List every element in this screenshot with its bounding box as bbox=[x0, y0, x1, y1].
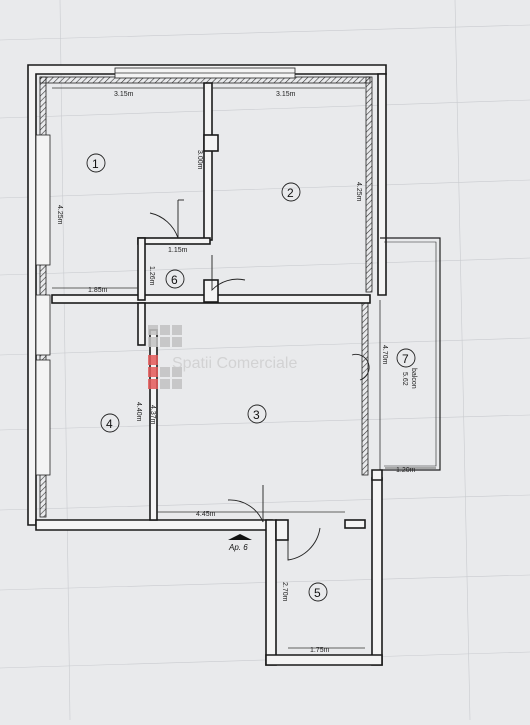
room-6-marker: 6 bbox=[165, 269, 185, 289]
dimension-ticks bbox=[52, 87, 436, 649]
dim-room6-height: 1.26m bbox=[148, 266, 155, 286]
dim-room3-width: 4.45m bbox=[196, 511, 216, 518]
entrance-label: Ap. 6 bbox=[228, 543, 248, 552]
dim-room2-partition: 3.00m bbox=[196, 150, 203, 170]
dim-room7-length: 4.70m bbox=[381, 345, 388, 365]
dim-room1-width: 3.15m bbox=[114, 91, 134, 98]
dim-room3-height: 4.37m bbox=[149, 405, 156, 425]
dim-room6-width: 1.15m bbox=[168, 247, 188, 254]
dimension-labels: 3.15m 3.15m 4.25m 4.25m 3.00m 1.15m 1.26… bbox=[56, 91, 417, 654]
dim-room5-height: 2.70m bbox=[281, 582, 288, 602]
watermark-text: Spatii Comerciale bbox=[172, 355, 297, 372]
dim-room4-height: 4.40m bbox=[135, 402, 142, 422]
svg-text:6: 6 bbox=[171, 273, 178, 287]
svg-text:7: 7 bbox=[402, 352, 409, 366]
doors bbox=[149, 199, 370, 561]
svg-text:1: 1 bbox=[92, 157, 99, 171]
room-2-marker: 2 bbox=[281, 182, 301, 202]
dim-room4-width: 1.85m bbox=[88, 287, 108, 294]
svg-text:5: 5 bbox=[314, 586, 321, 600]
dim-room5-width: 1.75m bbox=[310, 647, 330, 654]
svg-text:4: 4 bbox=[106, 417, 113, 431]
balcony-area: 5.62 bbox=[401, 372, 408, 386]
svg-text:3: 3 bbox=[253, 408, 260, 422]
balcony-label: balcon bbox=[410, 368, 417, 389]
watermark: Spatii Comerciale bbox=[148, 325, 297, 389]
interior-walls bbox=[51, 82, 371, 541]
exterior-walls bbox=[27, 64, 441, 666]
room-markers: 1 2 3 4 5 6 7 bbox=[86, 153, 416, 602]
dim-room2-height: 4.25m bbox=[355, 182, 362, 202]
entrance-marker: Ap. 6 bbox=[228, 534, 252, 552]
room-1-marker: 1 bbox=[86, 153, 106, 173]
room-7-marker: 7 bbox=[396, 348, 416, 368]
svg-text:2: 2 bbox=[287, 186, 294, 200]
dim-room2-width: 3.15m bbox=[276, 91, 296, 98]
room-3-marker: 3 bbox=[247, 404, 267, 424]
dim-room7-width: 1.20m bbox=[396, 467, 416, 474]
room-5-marker: 5 bbox=[308, 582, 328, 602]
dim-room1-height: 4.25m bbox=[56, 205, 63, 225]
room-4-marker: 4 bbox=[100, 413, 120, 433]
